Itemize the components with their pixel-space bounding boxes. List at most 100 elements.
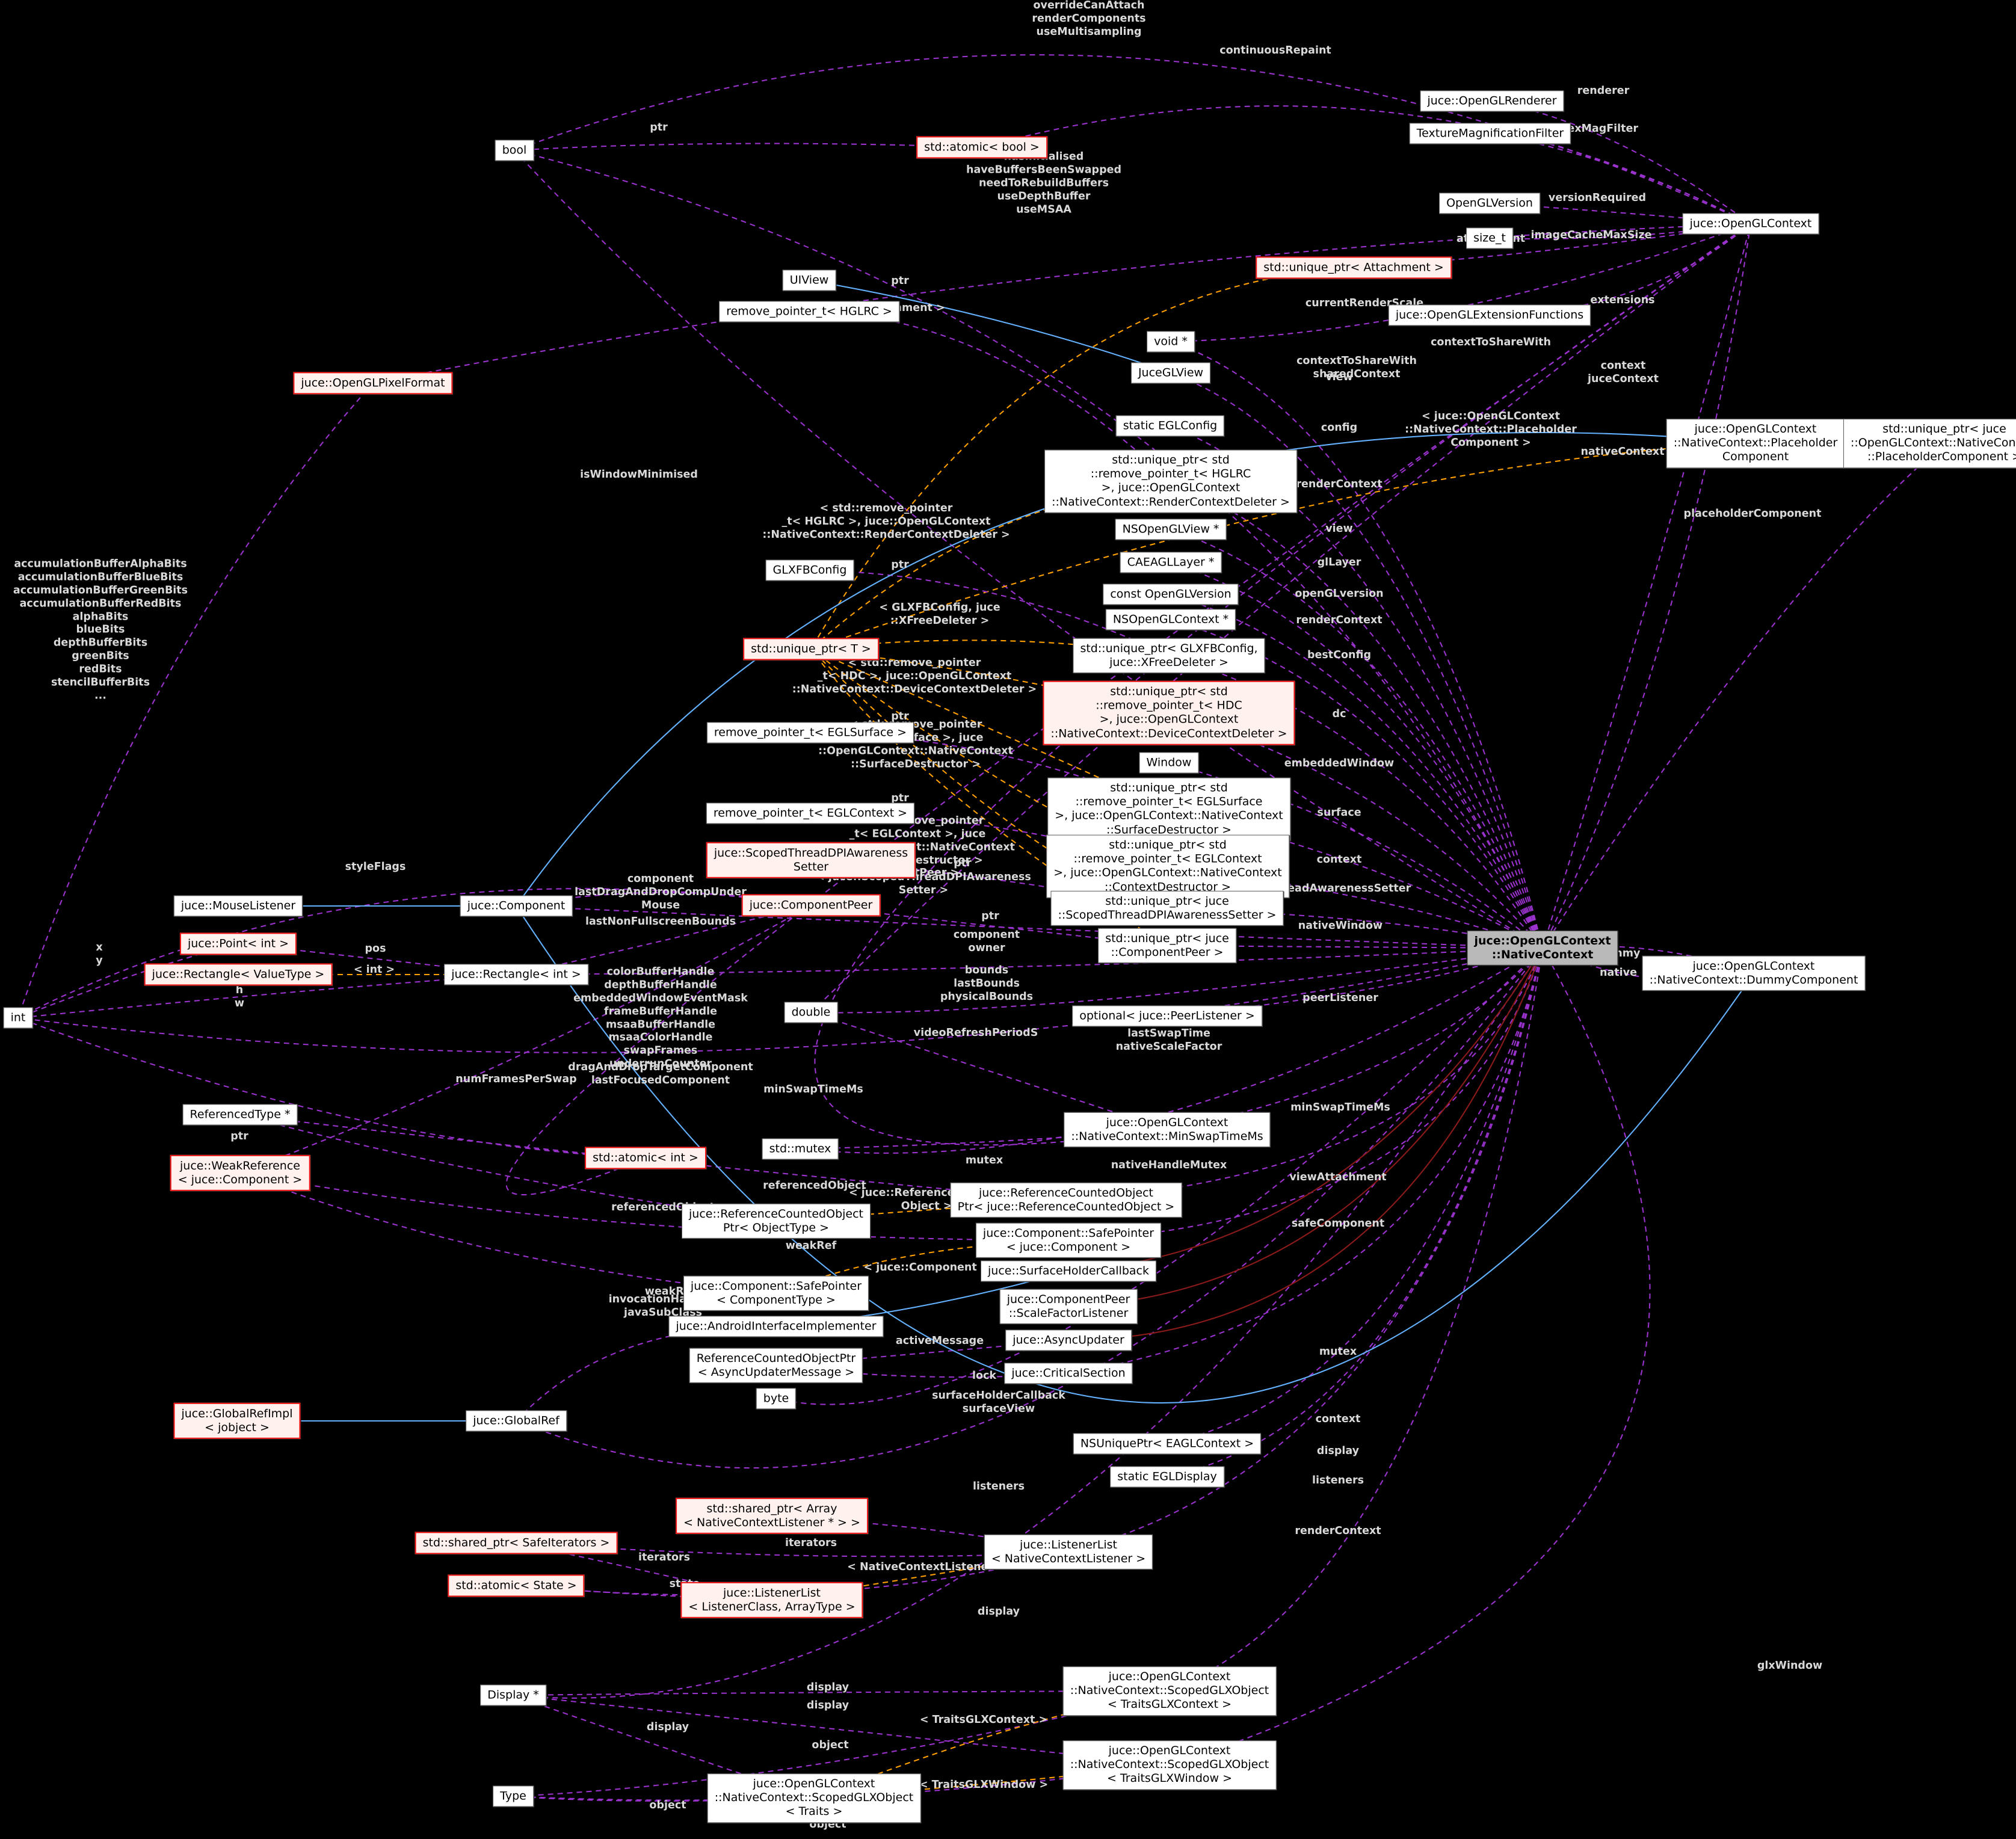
node-display_star[interactable]: Display * — [480, 1684, 546, 1706]
node-ll_ncl[interactable]: juce::ListenerList < NativeContextListen… — [984, 1534, 1153, 1570]
node-glx_traits[interactable]: juce::OpenGLContext ::NativeContext::Sco… — [707, 1773, 921, 1823]
node-juceglview[interactable]: JuceGLView — [1130, 362, 1211, 384]
node-glcontext[interactable]: juce::OpenGLContext — [1682, 213, 1819, 235]
node-const_glversion[interactable]: const OpenGLVersion — [1103, 584, 1239, 605]
node-component[interactable]: juce::Component — [460, 895, 573, 917]
node-rect_vt[interactable]: juce::Rectangle< ValueType > — [144, 963, 333, 986]
node-mouselistener[interactable]: juce::MouseListener — [173, 895, 303, 917]
node-weakref[interactable]: juce::WeakReference < juce::Component > — [170, 1154, 310, 1192]
edge-glcontext-minswap — [814, 223, 1751, 1146]
node-sp_component[interactable]: juce::Component::SafePointer < juce::Com… — [975, 1222, 1162, 1258]
edge-label: display — [806, 1699, 849, 1712]
edge-glcontext-pixelformat — [372, 223, 1751, 385]
node-atomic_bool[interactable]: std::atomic< bool > — [916, 136, 1047, 159]
node-surfaceholder[interactable]: juce::SurfaceHolderCallback — [980, 1260, 1157, 1282]
node-android_ii[interactable]: juce::AndroidInterfaceImplementer — [668, 1316, 884, 1337]
node-tex_mag[interactable]: TextureMagnificationFilter — [1409, 123, 1571, 144]
edge-label: hasInitialised haveBuffersBeenSwapped ne… — [966, 150, 1121, 215]
node-up_peer[interactable]: std::unique_ptr< juce ::ComponentPeer > — [1098, 928, 1236, 964]
node-glx_ctx[interactable]: juce::OpenGLContext ::NativeContext::Sco… — [1062, 1666, 1277, 1716]
node-atomic_state[interactable]: std::atomic< State > — [448, 1574, 585, 1597]
edge-label: surface — [1317, 807, 1361, 819]
node-up_attachment[interactable]: std::unique_ptr< Attachment > — [1256, 256, 1452, 279]
node-static_eglconfig[interactable]: static EGLConfig — [1115, 415, 1225, 437]
node-rcop_rco[interactable]: juce::ReferenceCountedObject Ptr< juce::… — [950, 1182, 1182, 1218]
node-componentpeer[interactable]: juce::ComponentPeer — [741, 894, 881, 917]
node-rm_hglrc[interactable]: remove_pointer_t< HGLRC > — [719, 301, 899, 322]
node-up_placeholder[interactable]: std::unique_ptr< juce ::OpenGLContext::N… — [1843, 419, 2016, 468]
node-atomic_int[interactable]: std::atomic< int > — [585, 1147, 706, 1169]
node-referencedtype[interactable]: ReferencedType * — [182, 1104, 298, 1126]
node-up_rcd[interactable]: std::unique_ptr< std ::remove_pointer_t<… — [1044, 449, 1297, 513]
edge-label: weakRef — [785, 1240, 837, 1252]
edge-label: ptr — [650, 122, 668, 134]
node-rect_int[interactable]: juce::Rectangle< int > — [444, 964, 588, 985]
edge-label: texMagFilter — [1562, 123, 1639, 135]
edge-label: < juce::Component > — [863, 1261, 990, 1274]
node-nsopenglcontext[interactable]: NSOpenGLContext * — [1105, 609, 1236, 630]
edge-ll_lc-sp_safeiter — [516, 1541, 772, 1601]
node-shared_arr[interactable]: std::shared_ptr< Array < NativeContextLi… — [676, 1497, 868, 1535]
node-double[interactable]: double — [784, 1002, 838, 1023]
node-int[interactable]: int — [3, 1007, 33, 1029]
node-voidstar[interactable]: void * — [1147, 331, 1195, 353]
node-up_dpi[interactable]: std::unique_ptr< juce ::ScopedThreadDPIA… — [1050, 890, 1284, 926]
node-globalref[interactable]: juce::GlobalRef — [466, 1410, 567, 1432]
node-point_int[interactable]: juce::Point< int > — [179, 932, 297, 955]
node-glx_win[interactable]: juce::OpenGLContext ::NativeContext::Sco… — [1062, 1740, 1277, 1790]
node-critsection[interactable]: juce::CriticalSection — [1004, 1363, 1133, 1384]
node-sp_comptype[interactable]: juce::Component::SafePointer < Component… — [683, 1275, 869, 1311]
node-stdmutex[interactable]: std::mutex — [762, 1138, 839, 1160]
edge-label: < int > — [353, 964, 395, 976]
node-ll_lc[interactable]: juce::ListenerList < ListenerClass, Arra… — [680, 1582, 863, 1619]
edge-nativecontext-glcontext — [1541, 223, 1752, 949]
node-extfns[interactable]: juce::OpenGLExtensionFunctions — [1388, 304, 1591, 326]
node-pixelformat[interactable]: juce::OpenGLPixelFormat — [293, 372, 453, 395]
node-glxfbconfig[interactable]: GLXFBConfig — [765, 559, 854, 581]
edge-label: safeComponent — [1291, 1218, 1385, 1230]
edge-point_int-int — [17, 943, 239, 1018]
edge-label: x y — [96, 941, 103, 967]
node-up_eglcontext[interactable]: std::unique_ptr< std ::remove_pointer_t<… — [1046, 834, 1289, 898]
node-scalefactor[interactable]: juce::ComponentPeer ::ScaleFactorListene… — [999, 1289, 1138, 1325]
node-globalrefimpl[interactable]: juce::GlobalRefImpl < jobject > — [173, 1402, 301, 1440]
node-nsopenglview[interactable]: NSOpenGLView * — [1115, 519, 1227, 540]
edge-nativecontext-sp_component — [1068, 947, 1544, 1243]
node-uiview[interactable]: UIView — [782, 270, 836, 291]
node-gl_renderer[interactable]: juce::OpenGLRenderer — [1420, 90, 1564, 112]
node-caeagllayer[interactable]: CAEAGLLayer * — [1120, 552, 1222, 573]
node-bool[interactable]: bool — [495, 140, 534, 161]
node-rm_eglcontext[interactable]: remove_pointer_t< EGLContext > — [706, 802, 915, 824]
node-placeholder[interactable]: juce::OpenGLContext ::NativeContext::Pla… — [1666, 419, 1845, 468]
node-up_glxfb[interactable]: std::unique_ptr< GLXFBConfig, juce::XFre… — [1073, 638, 1265, 674]
node-size_t[interactable]: size_t — [1466, 227, 1513, 249]
node-up_hdc[interactable]: std::unique_ptr< std ::remove_pointer_t<… — [1043, 680, 1295, 745]
node-static_egldisplay[interactable]: static EGLDisplay — [1110, 1466, 1224, 1488]
edge-label: iterators — [638, 1551, 691, 1564]
node-type[interactable]: Type — [493, 1785, 534, 1807]
node-minswap[interactable]: juce::OpenGLContext ::NativeContext::Min… — [1064, 1112, 1271, 1148]
edge-label: bestConfig — [1307, 649, 1371, 662]
node-sp_safeiter[interactable]: std::shared_ptr< SafeIterators > — [415, 1532, 618, 1554]
node-asyncupdater[interactable]: juce::AsyncUpdater — [1005, 1329, 1132, 1351]
node-window[interactable]: Window — [1139, 752, 1199, 774]
edge-label: numFramesPerSwap — [455, 1073, 577, 1086]
node-rcop_objtype[interactable]: juce::ReferenceCountedObject Ptr< Object… — [682, 1203, 871, 1239]
node-dummy[interactable]: juce::OpenGLContext ::NativeContext::Dum… — [1642, 955, 1866, 991]
node-rm_eglsurface[interactable]: remove_pointer_t< EGLSurface > — [706, 722, 914, 744]
node-scoped_dpi[interactable]: juce::ScopedThreadDPIAwareness Setter — [706, 842, 916, 879]
edge-componentpeer-int — [17, 888, 812, 1018]
node-up_t[interactable]: std::unique_ptr< T > — [743, 638, 879, 661]
node-glversion[interactable]: OpenGLVersion — [1439, 193, 1540, 214]
edge-label: renderContext — [1295, 1525, 1381, 1538]
edge-label: styleFlags — [345, 861, 406, 873]
edge-label: minSwapTimeMs — [763, 1083, 863, 1096]
node-ns_eagl[interactable]: NSUniquePtr< EAGLContext > — [1073, 1433, 1262, 1455]
edge-label: lock — [972, 1370, 997, 1382]
edge-label: accumulationBufferAlphaBits accumulation… — [13, 558, 188, 702]
node-opt_peerlistener[interactable]: optional< juce::PeerListener > — [1072, 1005, 1262, 1027]
edge-label: context — [1315, 1413, 1361, 1426]
node-rcop_aum[interactable]: ReferenceCountedObjectPtr < AsyncUpdater… — [689, 1348, 863, 1384]
node-byte[interactable]: byte — [756, 1388, 797, 1409]
node-up_eglsurface[interactable]: std::unique_ptr< std ::remove_pointer_t<… — [1047, 777, 1290, 841]
